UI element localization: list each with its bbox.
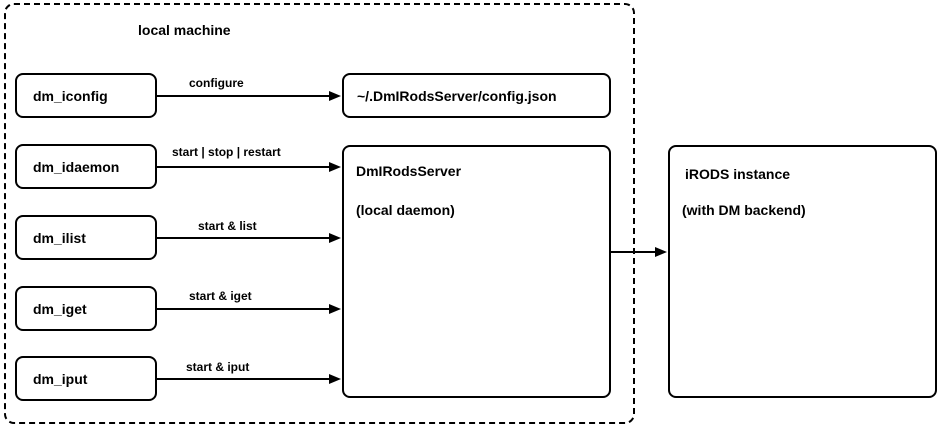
irods-subtitle: (with DM backend) (682, 202, 806, 218)
dm-ilist-box: dm_ilist (15, 215, 157, 260)
iput-arrowhead (329, 374, 341, 384)
dm-idaemon-box: dm_idaemon (15, 144, 157, 189)
list-arrowhead (329, 233, 341, 243)
dm-iput-box: dm_iput (15, 356, 157, 401)
dmirodsserver-box: DmIRodsServer (local daemon) (342, 145, 611, 398)
iget-arrow-label: start & iget (189, 289, 252, 303)
configure-arrow-label: configure (189, 76, 244, 90)
iget-arrowhead (329, 304, 341, 314)
daemon-arrow-label: start | stop | restart (172, 145, 281, 159)
configure-arrowhead (329, 91, 341, 101)
list-arrow-label: start & list (198, 219, 257, 233)
iput-arrow-label: start & iput (186, 360, 250, 374)
daemon-arrowhead (329, 162, 341, 172)
local-machine-label: local machine (138, 22, 231, 38)
dm-iget-box: dm_iget (15, 286, 157, 331)
config-file-box: ~/.DmIRodsServer/config.json (342, 73, 611, 118)
irods-instance-box: iRODS instance (with DM backend) (668, 145, 937, 398)
dm-iconfig-box: dm_iconfig (15, 73, 157, 118)
server-subtitle: (local daemon) (356, 202, 455, 218)
server-to-irods-arrowhead (655, 247, 667, 257)
server-title: DmIRodsServer (356, 163, 462, 179)
local-machine-frame (4, 3, 635, 424)
irods-title: iRODS instance (685, 166, 791, 182)
